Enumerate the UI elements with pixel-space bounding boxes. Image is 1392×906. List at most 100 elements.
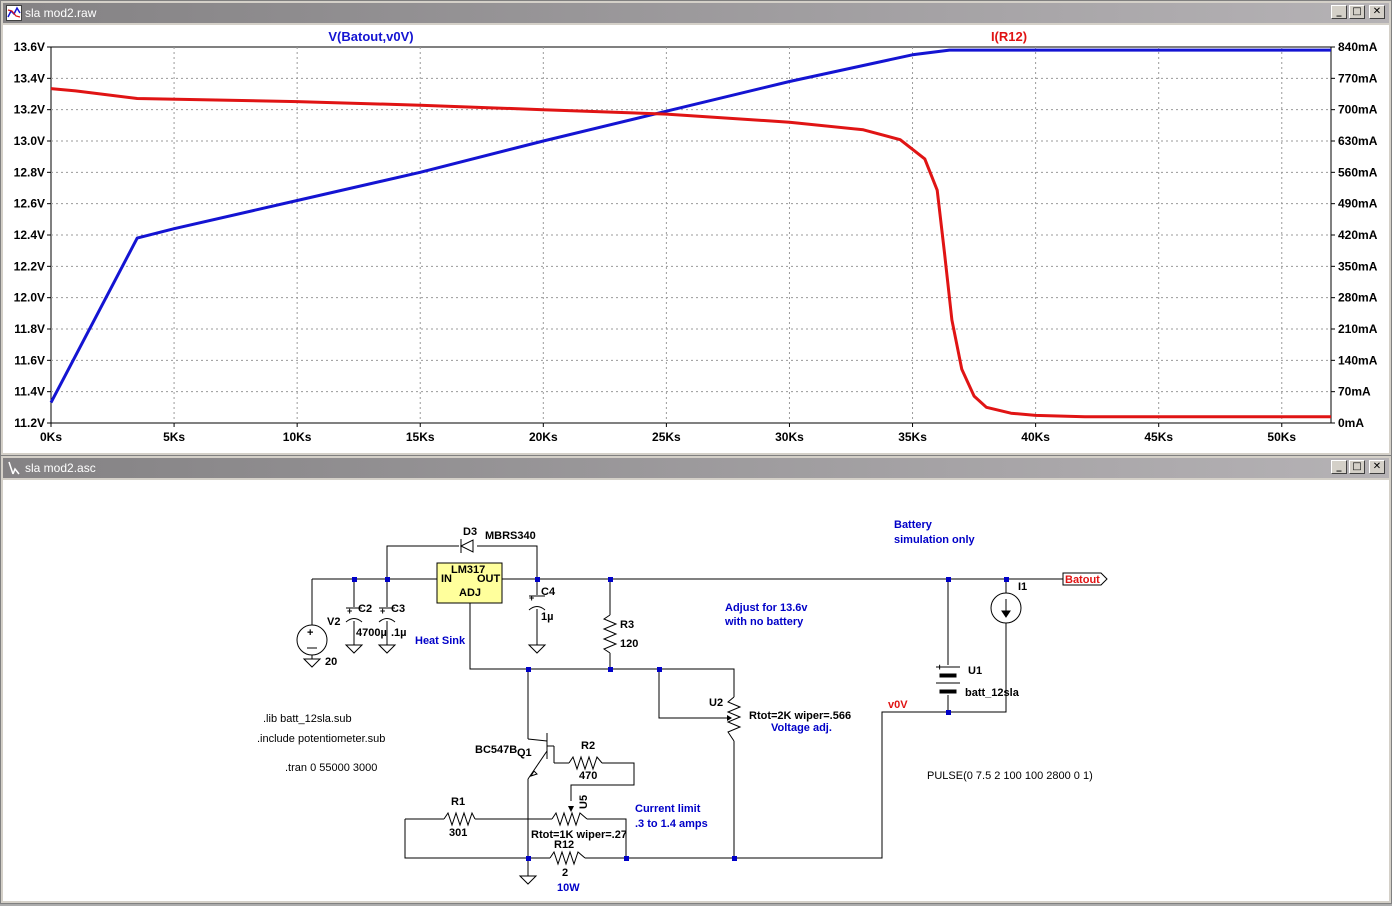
resistor-r12[interactable] [549,850,586,866]
adjust-note-line1: Adjust for 13.6v [725,602,808,614]
y-tick-label-left: 12.6V [14,197,45,211]
lm317-out: OUT [477,573,501,585]
potentiometer-u5[interactable] [551,811,588,827]
lib-directive[interactable]: .lib batt_12sla.sub [263,713,352,725]
c4-ref: C4 [541,586,556,598]
battery-u1[interactable] [936,666,960,694]
u5-ref: U5 [578,795,590,809]
minimize-button[interactable]: _ [1331,5,1347,19]
capacitor-c4[interactable] [528,595,546,611]
capacitor-c2[interactable] [345,607,363,623]
r1-ref: R1 [451,796,465,808]
y-tick-label-right: 350mA [1338,259,1378,273]
schematic-icon [8,461,20,475]
waveform-titlebar[interactable]: sla mod2.raw _ □ ✕ [3,3,1389,23]
voltage-source-v2[interactable]: + [296,624,328,656]
u1-value: batt_12sla [965,687,1020,699]
r3-value: 120 [620,638,638,650]
r12-power: 10W [557,882,580,894]
close-button[interactable]: ✕ [1369,460,1385,474]
x-tick-label: 0Ks [40,430,62,444]
resistor-r3[interactable] [602,614,618,654]
trace-v-batout[interactable] [49,48,1331,404]
y-tick-label-right: 70mA [1338,385,1371,399]
trace-i-r12[interactable] [50,87,1331,419]
restore-button[interactable]: □ [1349,5,1365,19]
c2-value: 4700µ [356,627,387,639]
u1-ref: U1 [968,665,982,677]
u2-value: Rtot=2K wiper=.566 [749,710,851,722]
schematic-pane[interactable]: D3 MBRS340 LM317 IN OUT ADJ + C4 1µ [3,480,1389,901]
y-tick-label-left: 12.0V [14,291,45,305]
x-tick-label: 10Ks [283,430,312,444]
y-tick-label-left: 11.8V [14,322,45,336]
x-tick-label: 35Ks [898,430,927,444]
x-tick-label: 30Ks [775,430,804,444]
y-tick-label-left: 11.6V [14,353,45,367]
waveform-icon [6,5,22,21]
v2-value: 20 [325,656,337,668]
tran-directive[interactable]: .tran 0 55000 3000 [285,762,377,774]
y-tick-label-right: 700mA [1338,103,1378,117]
u2-note: Voltage adj. [771,722,832,734]
ground-symbols [302,644,547,885]
r2-ref: R2 [581,740,595,752]
batout-label: Batout [1065,574,1100,586]
transistor-q1[interactable] [527,733,548,780]
c4-plus: + [529,593,534,603]
c3-value: .1µ [391,627,407,639]
lm317-regulator[interactable] [436,562,503,604]
y-tick-label-left: 13.2V [14,103,45,117]
y-tick-label-left: 12.4V [14,228,45,242]
y-tick-label-left: 13.6V [14,40,45,54]
x-tick-label: 5Ks [163,430,185,444]
schematic-titlebar[interactable]: sla mod2.asc _ □ ✕ [3,458,1389,478]
q1-ref: Q1 [517,747,532,759]
junctions [352,577,1009,861]
y-tick-label-right: 560mA [1338,165,1378,179]
heat-sink-note: Heat Sink [415,635,466,647]
y-tick-label-left: 11.2V [14,416,45,430]
u2-ref: U2 [709,697,723,709]
minimize-button[interactable]: _ [1331,460,1347,474]
trace-label-i-r12[interactable]: I(R12) [991,29,1027,44]
capacitor-c3[interactable] [378,607,396,623]
batout-net-flag[interactable] [1062,572,1108,586]
y-tick-label-right: 280mA [1338,291,1378,305]
lm317-adj: ADJ [459,587,481,599]
resistor-r1[interactable] [443,811,476,827]
waveform-plot[interactable]: 13.6V13.4V13.2V13.0V12.8V12.6V12.4V12.2V… [3,25,1389,453]
include-directive[interactable]: .include potentiometer.sub [257,733,385,745]
y-tick-label-right: 210mA [1338,322,1378,336]
resistor-r2[interactable] [568,755,603,771]
c3-plus: + [380,606,385,616]
current-source-i1[interactable] [990,592,1022,624]
u5-wiper-arrow [568,806,574,812]
battery-note-line1: Battery [894,519,933,531]
current-limit-line1: Current limit [635,803,701,815]
x-tick-label: 25Ks [652,430,681,444]
diode-d3[interactable] [459,539,474,553]
d3-value: MBRS340 [485,530,536,542]
y-tick-label-left: 13.0V [14,134,45,148]
schematic-window: sla mod2.asc _ □ ✕ [0,455,1392,904]
pulse-spec[interactable]: PULSE(0 7.5 2 100 100 2800 0 1) [927,770,1093,782]
u5-value: Rtot=1K wiper=.27 [531,829,627,841]
r1-value: 301 [449,827,467,839]
i1-ref: I1 [1018,581,1027,593]
close-button[interactable]: ✕ [1369,5,1385,19]
c2-plus: + [347,606,352,616]
trace-label-v-batout[interactable]: V(Batout,v0V) [328,29,413,44]
restore-button[interactable]: □ [1349,460,1365,474]
schematic-canvas[interactable]: D3 MBRS340 LM317 IN OUT ADJ + C4 1µ [3,480,1389,901]
r12-ref: R12 [554,839,574,851]
y-tick-label-right: 420mA [1338,228,1378,242]
adjust-note-line2: with no battery [724,616,804,628]
x-tick-label: 20Ks [529,430,558,444]
u1-plus: + [937,662,942,672]
x-tick-label: 40Ks [1021,430,1050,444]
potentiometer-u2[interactable] [726,696,742,742]
q1-model: BC547B [475,744,517,756]
c4-value: 1µ [541,611,553,623]
